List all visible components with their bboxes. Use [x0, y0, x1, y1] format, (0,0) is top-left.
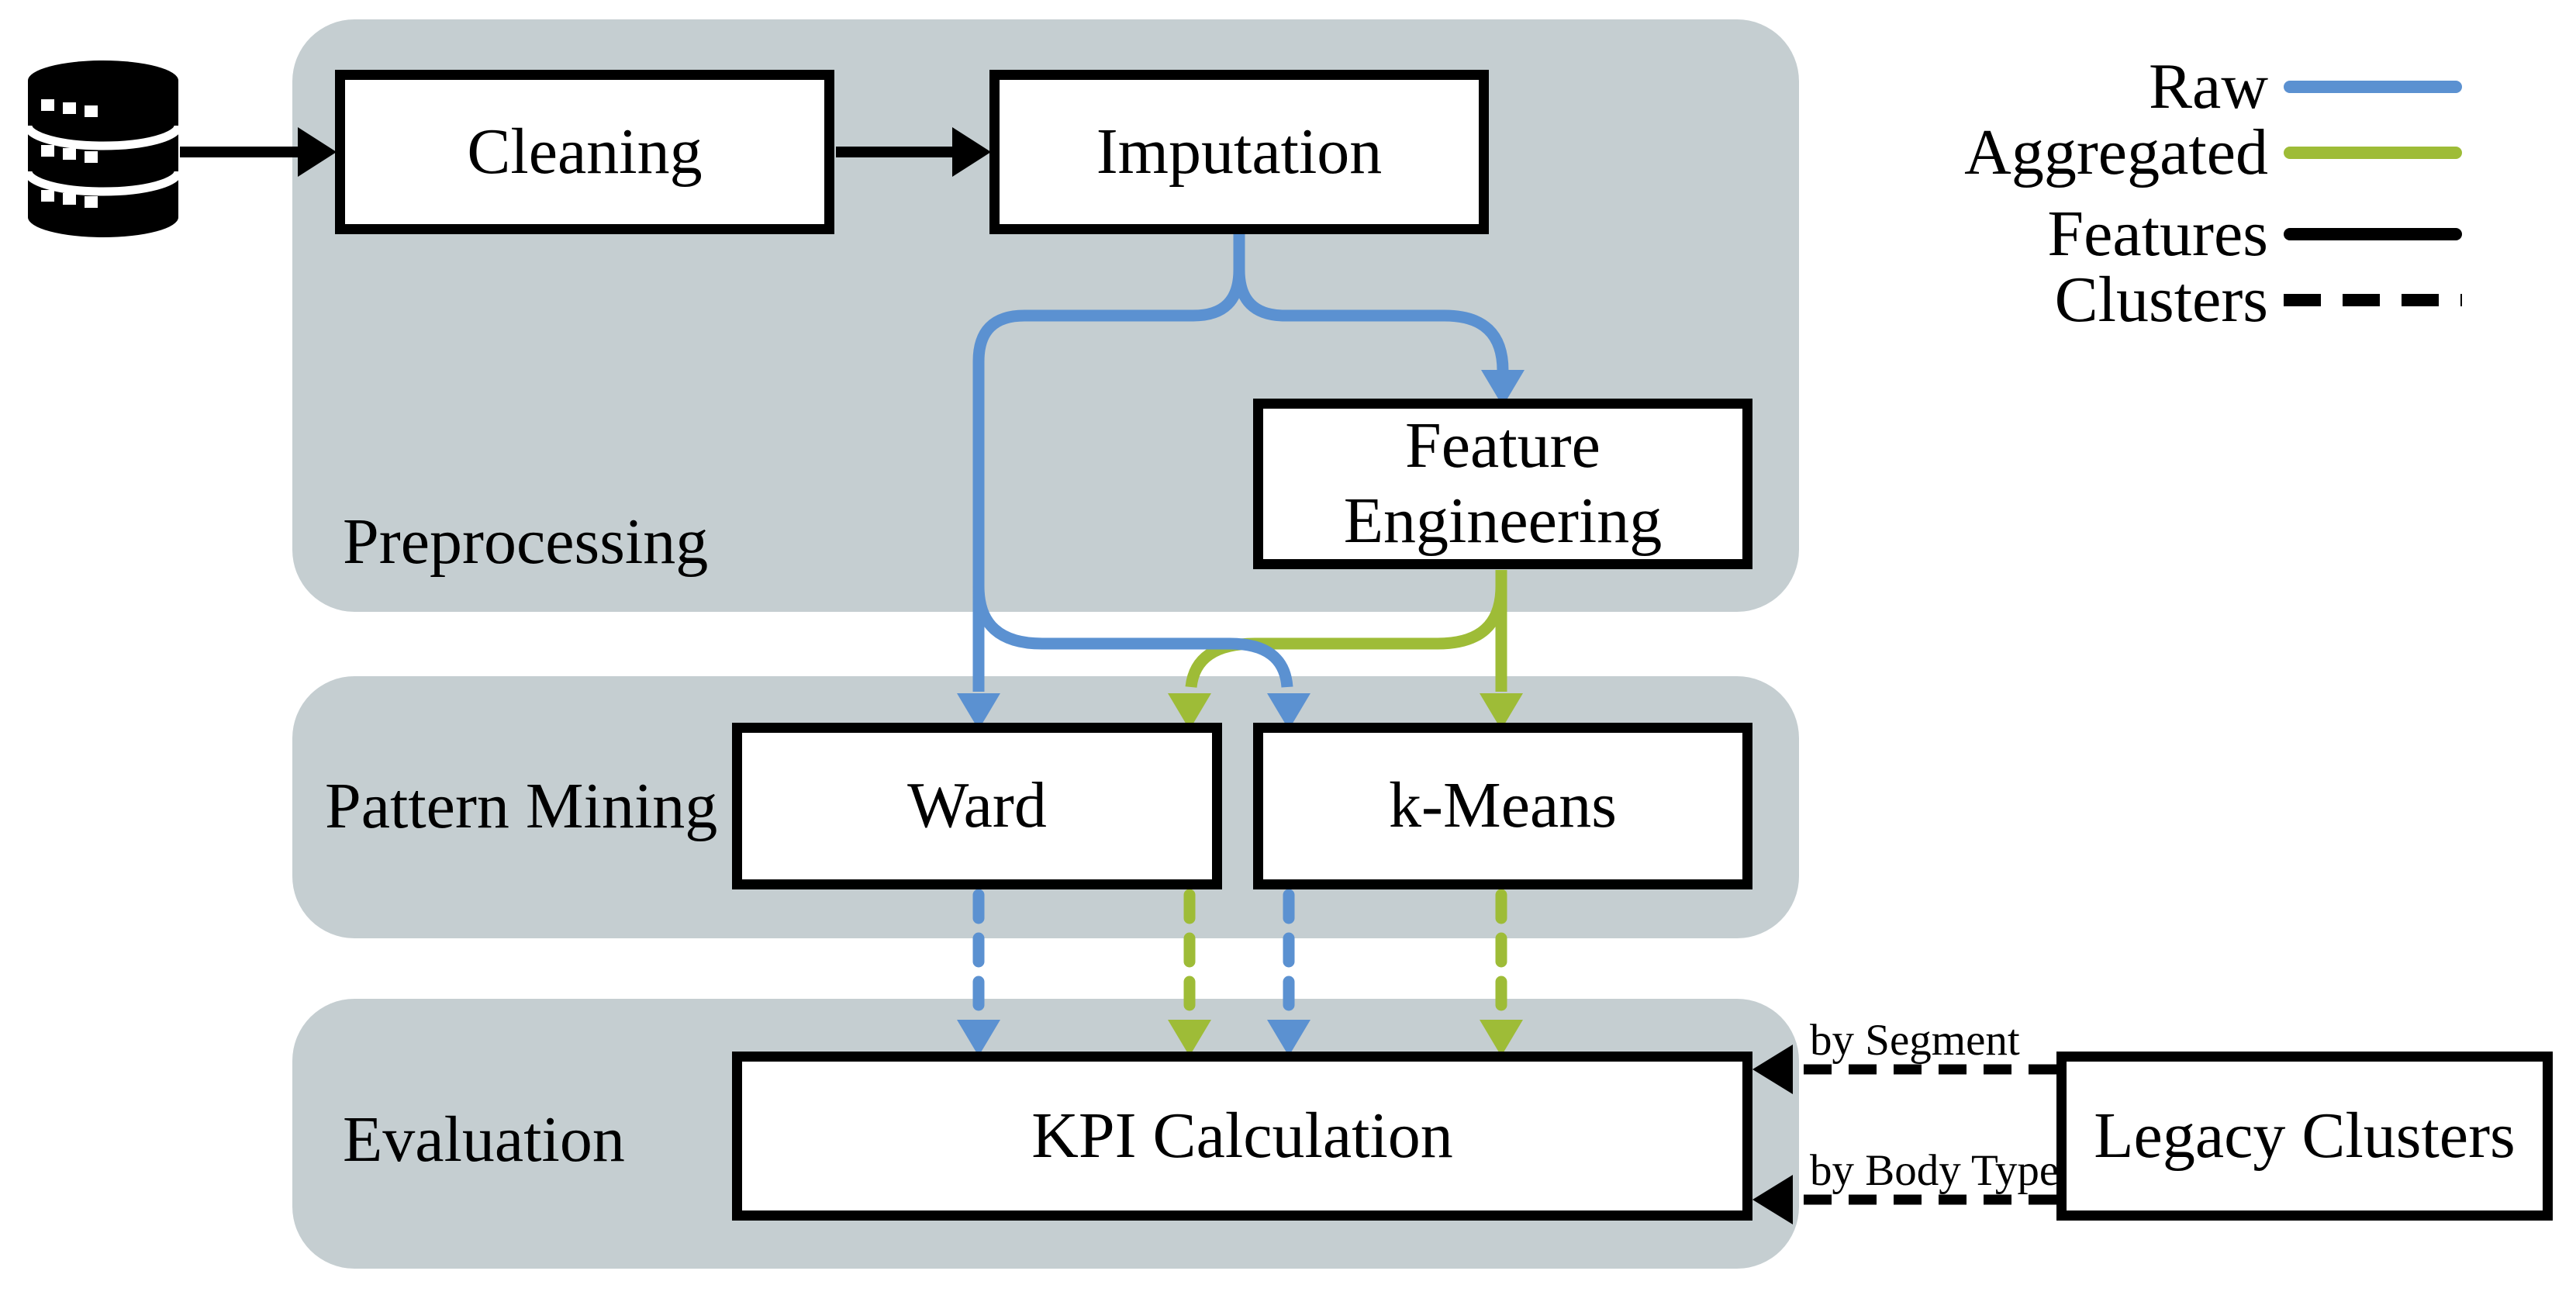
- arrowhead-database-to-cleaning: [298, 127, 337, 177]
- legend-line-raw: [2284, 81, 2462, 93]
- node-legacy-clusters: Legacy Clusters: [2056, 1052, 2553, 1221]
- arrowhead-legacy-by-segment: [1752, 1045, 1793, 1094]
- legend-line-features: [2284, 228, 2462, 240]
- arrowhead-raw-to-kmeans: [1267, 693, 1310, 730]
- arrowhead-cleaning-to-imputation: [952, 127, 991, 177]
- node-imputation: Imputation: [989, 70, 1489, 234]
- legend-item-aggregated: Aggregated: [1964, 114, 2462, 192]
- arrowhead-imputation-to-fe: [1481, 370, 1525, 406]
- arrowhead-kmeans-raw-to-kpi: [1267, 1020, 1310, 1056]
- arrowhead-legacy-by-body-type: [1752, 1175, 1793, 1224]
- legend-label-aggregated: Aggregated: [1964, 116, 2268, 188]
- section-label-pattern-mining: Pattern Mining: [325, 770, 718, 842]
- arrowhead-fe-to-kmeans: [1480, 693, 1523, 730]
- node-ward: Ward: [732, 723, 1222, 889]
- arrowhead-kmeans-agg-to-kpi: [1480, 1020, 1523, 1056]
- node-kpi-calculation-label: KPI Calculation: [1031, 1099, 1453, 1172]
- arrowhead-ward-agg-to-kpi: [1168, 1020, 1211, 1056]
- node-kmeans: k-Means: [1253, 723, 1752, 889]
- legend-line-clusters: [2284, 294, 2462, 306]
- legend-label-features: Features: [2047, 198, 2268, 270]
- edge-label-by-body-type: by Body Type: [1810, 1146, 2060, 1195]
- node-cleaning-label: Cleaning: [467, 115, 703, 188]
- edge-imputation-to-fe: [1233, 233, 1509, 371]
- edge-label-by-segment: by Segment: [1810, 1016, 2020, 1065]
- node-kpi-calculation: KPI Calculation: [732, 1052, 1752, 1221]
- legend-item-features: Features: [2047, 195, 2462, 273]
- edge-imputation-to-ward: [972, 233, 1245, 692]
- node-kmeans-label: k-Means: [1389, 769, 1617, 842]
- legend-label-raw: Raw: [2149, 50, 2268, 123]
- node-ward-label: Ward: [907, 769, 1047, 842]
- arrowhead-ward-raw-to-kpi: [957, 1020, 1000, 1056]
- legend-item-clusters: Clusters: [2055, 261, 2462, 339]
- section-label-evaluation: Evaluation: [343, 1103, 625, 1176]
- edge-fe-to-ward: [1185, 585, 1507, 689]
- node-feature-engineering: Feature Engineering: [1253, 399, 1752, 569]
- edge-raw-to-kmeans: [972, 585, 1293, 688]
- legend-line-aggregated: [2284, 147, 2462, 159]
- database-icon: [26, 60, 181, 237]
- node-feature-engineering-label: Feature Engineering: [1343, 409, 1663, 557]
- arrowhead-fe-to-ward: [1168, 693, 1211, 730]
- legend-item-raw: Raw: [2149, 48, 2462, 126]
- node-cleaning: Cleaning: [335, 70, 834, 234]
- arrowhead-imputation-to-ward: [957, 693, 1000, 730]
- node-imputation-label: Imputation: [1096, 115, 1383, 188]
- node-legacy-clusters-label: Legacy Clusters: [2094, 1099, 2516, 1172]
- section-label-preprocessing: Preprocessing: [343, 506, 709, 578]
- legend-label-clusters: Clusters: [2054, 264, 2268, 336]
